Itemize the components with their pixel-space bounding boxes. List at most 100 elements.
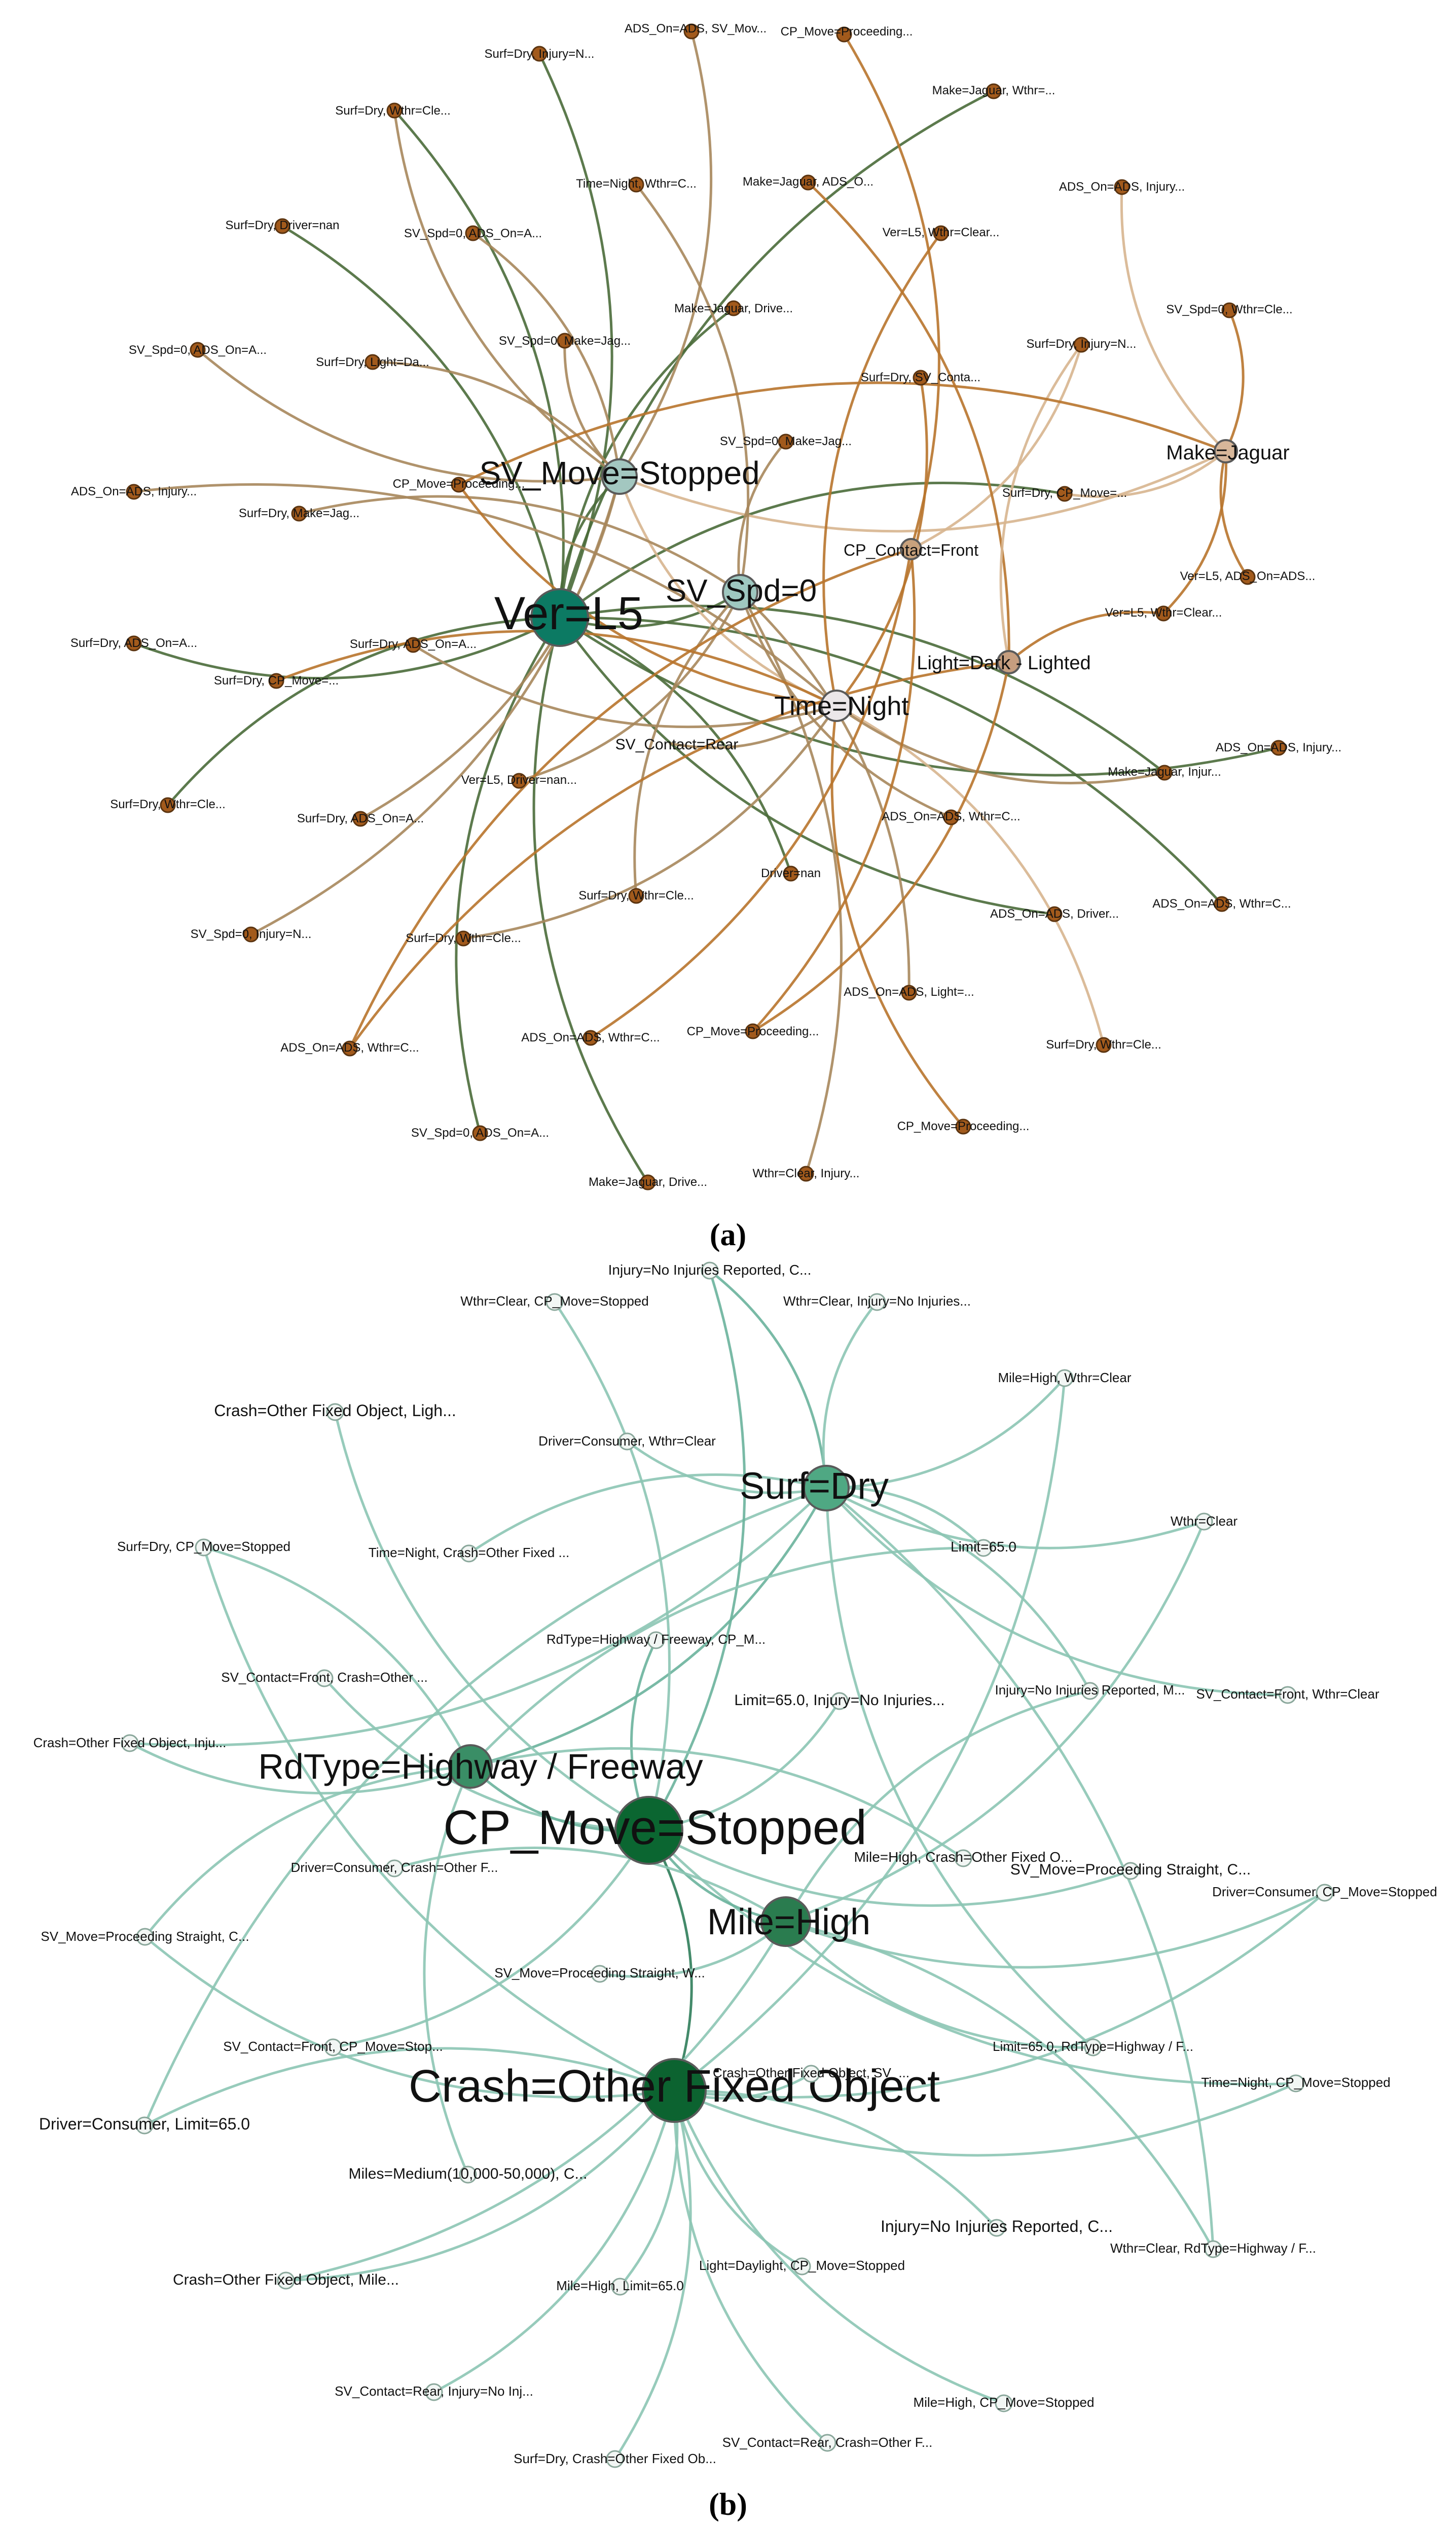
node-label: Surf=Dry, Wthr=Cle... [335,104,451,118]
node-label: SV_Spd=0, Make=Jag... [720,435,852,448]
node-circle [1287,2074,1305,2092]
edge [299,495,741,594]
panel-a-caption: (a) [710,1218,746,1252]
node-label: SV_Move=Stopped [479,455,759,491]
edge [825,1488,1094,2048]
node-circle [628,176,644,193]
node-circle [800,174,816,191]
edge [826,1377,1066,1490]
edge [393,110,565,618]
leaf-node: ADS_On=ADS, Wthr=C... [1152,896,1291,912]
edge [825,1487,1205,1549]
edge [647,1270,746,1831]
node-circle [760,1896,811,1947]
edge [626,1440,827,1494]
edge [737,441,787,593]
edge [830,705,964,1128]
node-circle [986,83,1002,99]
edge [197,349,620,483]
edge [143,2047,675,2127]
node-circle [455,930,471,947]
edge [333,1829,650,2049]
leaf-node: Light=Daylight, CP_Move=Stopped [699,2257,905,2276]
node-circle [868,1293,886,1311]
edge [619,450,1227,533]
node-label: SV_Spd=0, Wthr=Cle... [1166,303,1292,316]
leaf-node: SV_Contact=Rear, Injury=No Inj... [335,2383,533,2401]
node-circle [793,2257,811,2276]
node-label: Surf=Dry, ADS_On=A... [70,636,197,650]
edge [1120,187,1227,452]
edge [348,548,912,1050]
node-circle [530,588,589,647]
node-circle [448,1744,493,1789]
node-label: Surf=Dry [740,1465,889,1507]
node-label: Driver=Consumer, Wthr=Clear [538,1433,716,1449]
edge [423,1765,472,2175]
node-circle [121,1734,139,1752]
leaf-node: CP_Move=Proceeding... [781,25,913,43]
edge [674,1892,1326,2099]
leaf-node: SV_Move=Proceeding Straight, C... [1010,1861,1251,1880]
node-circle [126,635,142,652]
node-label: Time=Night, Crash=Other Fixed ... [369,1545,569,1560]
leaf-node: ADS_On=ADS, Injury... [1059,179,1185,195]
leaf-node: SV_Spd=0, ADS_On=A... [411,1125,549,1141]
node-label: Limit=65.0 [951,1539,1016,1555]
node-circle [1156,765,1173,781]
node-label: Mile=High [707,1902,870,1942]
leaf-node: Ver=L5, ADS_On=ADS... [1180,569,1315,585]
node-circle [1121,1862,1140,1880]
node-circle [745,1023,761,1039]
node-circle [830,1692,849,1710]
leaf-node: Limit=65.0 [951,1539,1016,1557]
node-label: SV_Contact=Front, Crash=Other ... [221,1670,428,1685]
node-label: Make=Jaguar, Injur... [1108,765,1221,779]
edge [1008,610,1164,663]
node-circle [315,1669,334,1687]
leaf-node: Ver=L5, Wthr=Clear... [1105,605,1222,622]
edge [559,616,792,874]
leaf-node: SV_Spd=0, Injury=N... [191,926,311,943]
node-circle [583,1030,599,1046]
leaf-node: Ver=L5, Driver=nan... [461,773,577,789]
node-circle [324,2038,342,2056]
leaf-node: Surf=Dry, CP_Move=... [214,673,339,689]
edge [129,1742,471,1795]
node-label: Driver=Consumer, CP_Move=Stopped [1212,1884,1437,1899]
node-label: Surf=Dry, Driver=nan [226,219,340,232]
edge [167,616,560,806]
node-label: Crash=Other Fixed Object, SV_... [713,2065,909,2080]
leaf-node: Wthr=Clear, RdType=Highway / F... [1110,2240,1316,2258]
node-circle [385,1859,404,1878]
node-circle [1057,486,1073,502]
leaf-node: SV_Contact=Rear, Crash=Other F... [722,2434,932,2452]
edge [202,1547,675,2092]
node-label: Surf=Dry, CP_Move=... [214,674,339,688]
leaf-node: SV_Contact=Front, CP_Move=Stop... [223,2038,443,2056]
node-label: CP_Move=Proceeding... [897,1120,1030,1133]
node-label: Surf=Dry, Light=Da... [316,355,429,369]
node-label: SV_Contact=Rear, Injury=No Inj... [335,2384,533,2399]
leaf-node: Surf=Dry, Light=Da... [316,354,429,370]
edge [673,2090,803,2268]
node-label: SV_Move=Proceeding Straight, W... [494,1965,705,1980]
leaf-node: Time=Night, Wthr=C... [576,176,697,193]
node-circle [1046,906,1063,922]
node-circle [405,637,421,653]
node-circle [274,218,290,234]
node-circle [190,342,206,358]
node-label: Surf=Dry, Injury=N... [485,47,595,61]
node-circle [1214,439,1238,463]
node-label: Make=Jaguar, Drive... [674,302,793,315]
leaf-node: Crash=Other Fixed Object, Mile... [173,2271,399,2290]
leaf-node: Driver=Consumer, Wthr=Clear [538,1432,716,1451]
hub-node: SV_Spd=0 [666,573,817,610]
node-circle [472,1125,488,1141]
node-label: ADS_On=ADS, Wthr=C... [882,810,1020,823]
edge [285,1921,787,2282]
node-label: Time=Night, Wthr=C... [576,177,697,191]
edge [674,2089,998,2229]
